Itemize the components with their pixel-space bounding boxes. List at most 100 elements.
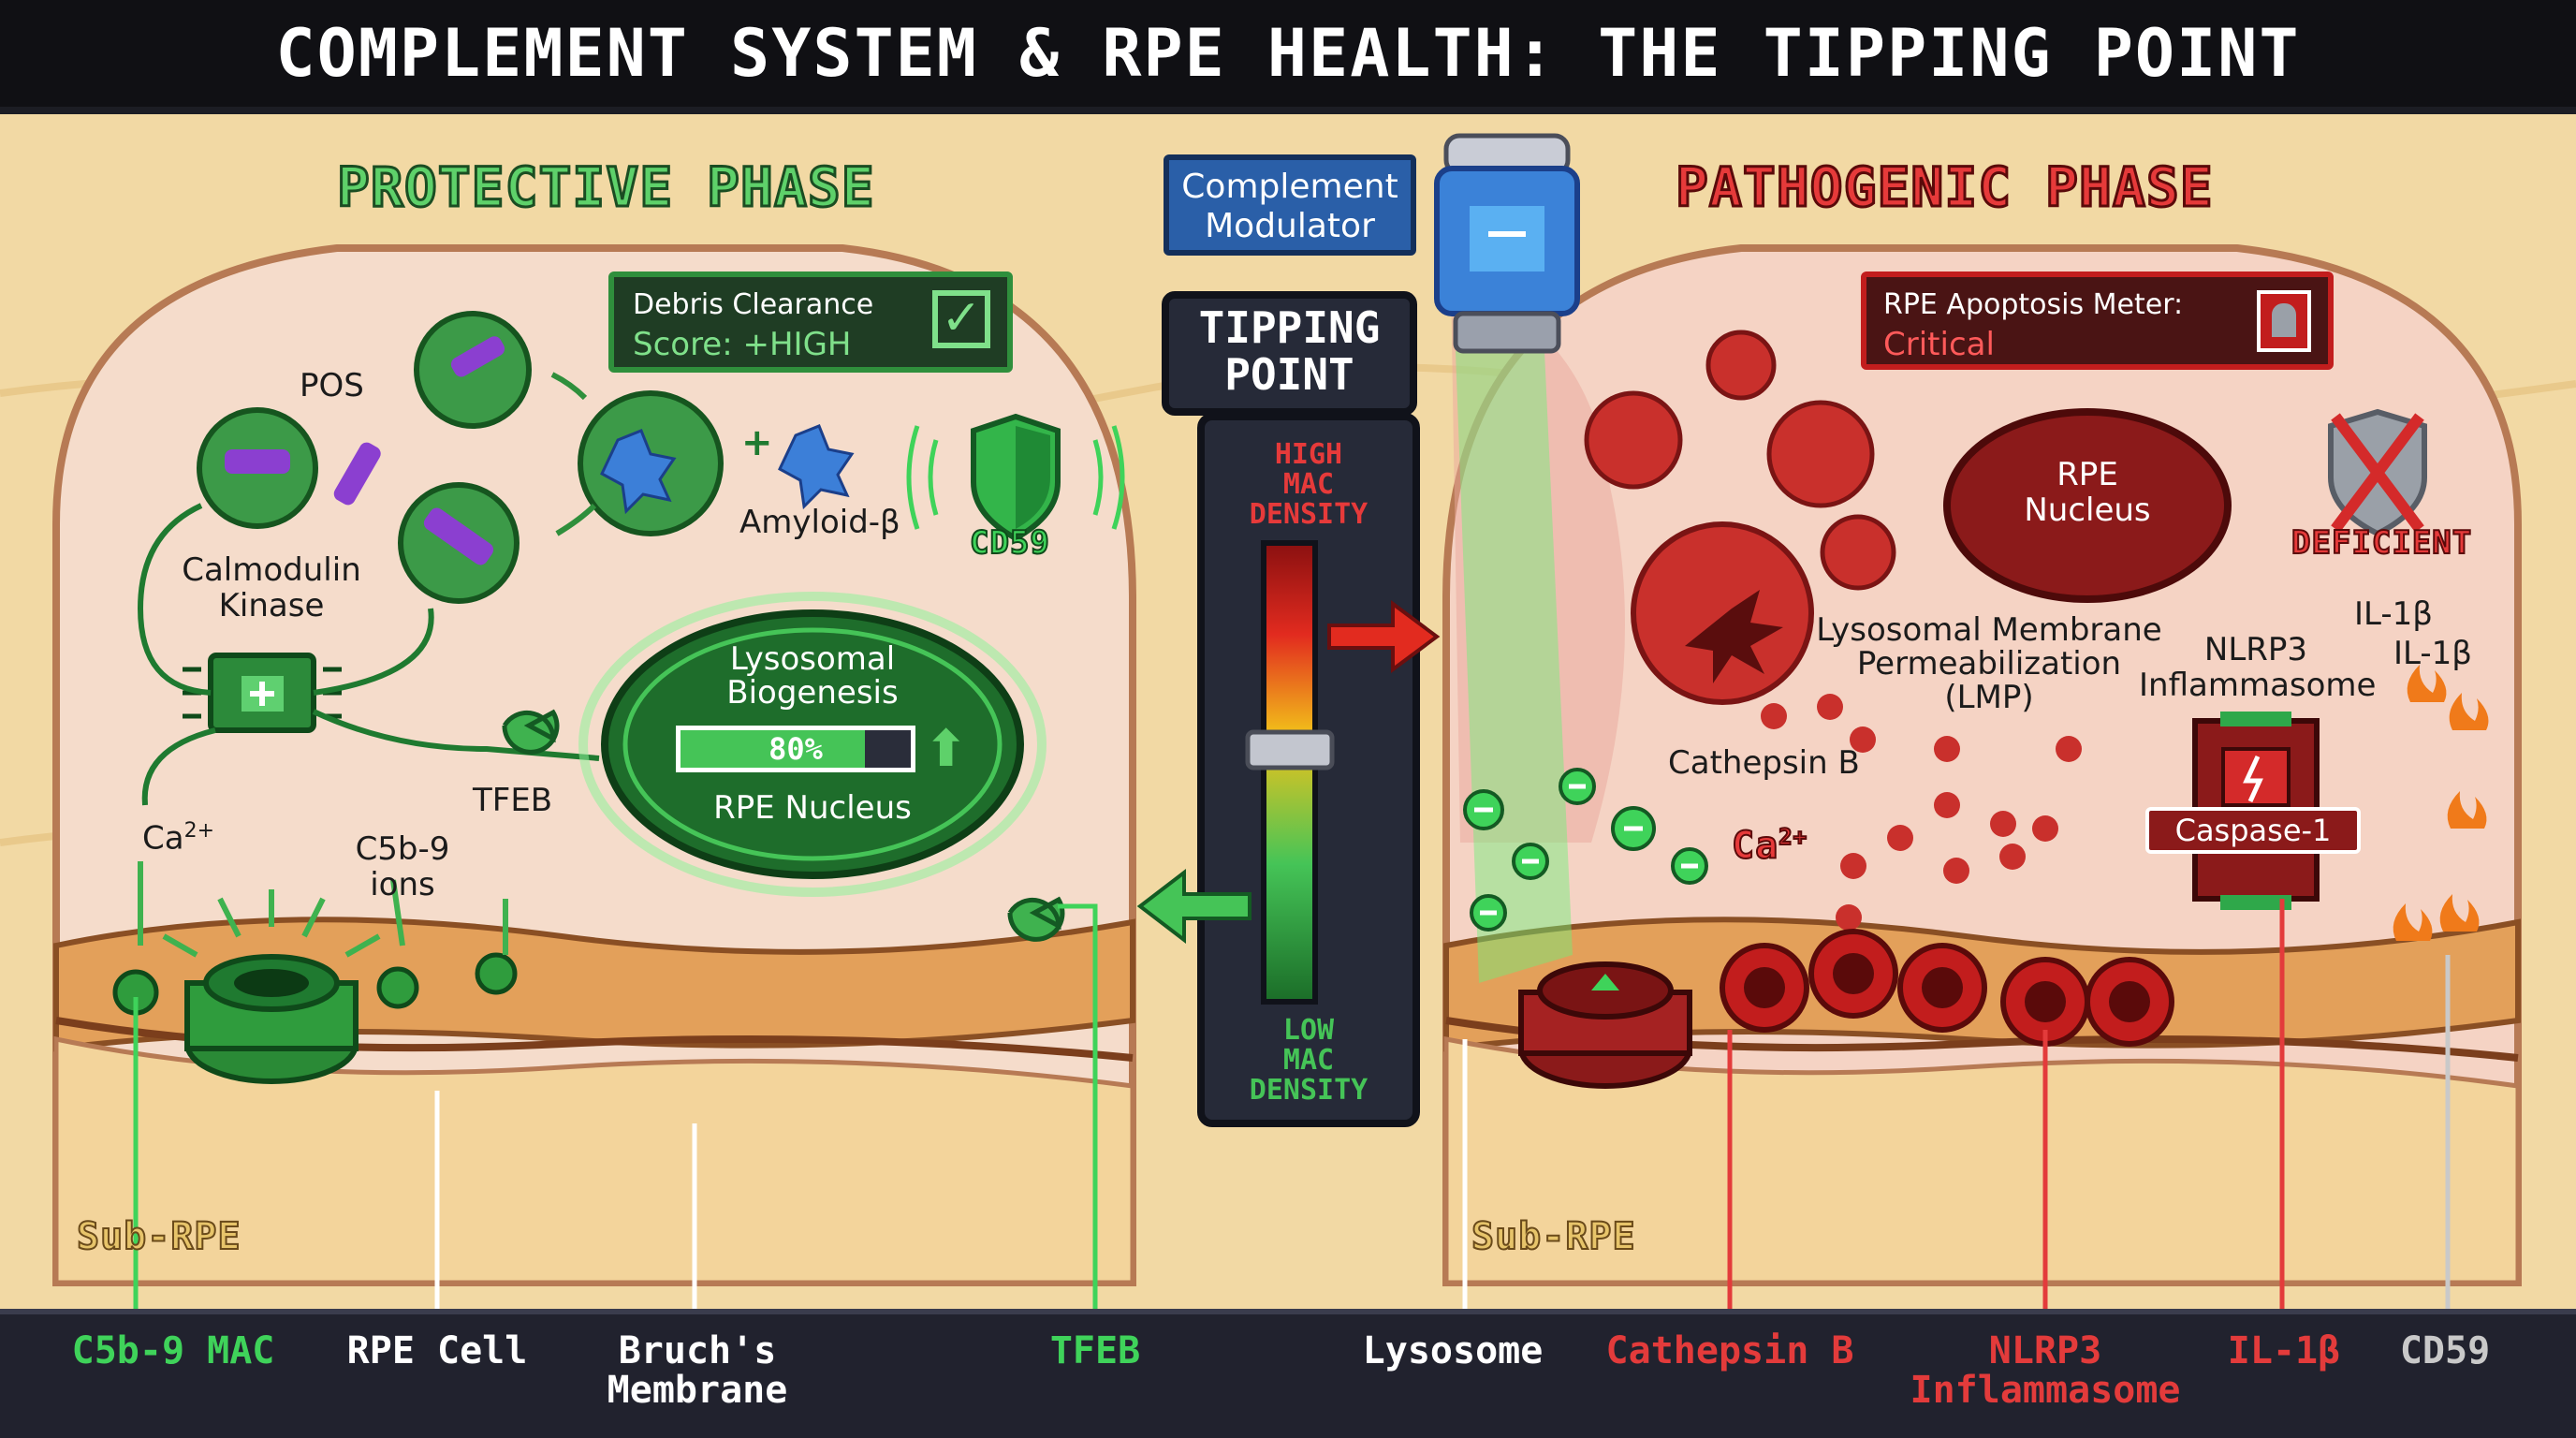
rpe-nucleus-pathogenic xyxy=(1943,408,2232,603)
low-line1: LOW xyxy=(1282,1014,1335,1047)
lysosomal-line2: Biogenesis xyxy=(726,674,899,712)
phagosomes xyxy=(197,311,855,604)
tipping-line2: POINT xyxy=(1224,349,1354,400)
legend-bar xyxy=(0,1309,2576,1438)
protective-heading: PROTECTIVE PHASE xyxy=(336,154,876,221)
left-arrow-icon xyxy=(1136,868,1251,945)
tombstone-icon xyxy=(2257,290,2311,352)
bursting-lysosomes xyxy=(1720,929,2174,1047)
il1b-label-a: IL-1β xyxy=(2354,595,2433,633)
c5b9-ions-label: C5b-9 ions xyxy=(342,831,463,902)
high-line1: HIGH xyxy=(1274,438,1343,471)
legend-label: NLRP3 Inflammasome xyxy=(1910,1329,2181,1412)
leader-lines xyxy=(133,899,2451,1320)
deficient-shield-icon xyxy=(2328,408,2427,537)
ca-text: Ca xyxy=(142,819,184,858)
apoptosis-meter-panel: RPE Apoptosis Meter: Critical xyxy=(1861,271,2334,370)
legend-label: Bruch's Membrane xyxy=(607,1329,788,1412)
legend-label: RPE Cell xyxy=(346,1329,528,1372)
c5b9-mac-pore-protective xyxy=(112,952,518,1084)
calmodulin-line1: Calmodulin xyxy=(182,551,361,589)
checkmark-icon: ✓ xyxy=(932,290,990,348)
mac-density-scale xyxy=(1261,540,1318,1005)
nucleus-line1: RPE xyxy=(2056,456,2118,493)
up-arrow-icon: ⬆ xyxy=(925,719,968,778)
ca-ion-label-pathogenic: Ca2+ xyxy=(1731,823,1808,868)
tfeb-label-protective: TFEB xyxy=(473,782,553,819)
rpe-nucleus-label-pathogenic: RPE Nucleus xyxy=(1994,457,2181,528)
modulator-line1: Complement xyxy=(1181,168,1398,206)
progress-fill xyxy=(681,730,865,768)
high-mac-density-label: HIGH MAC DENSITY xyxy=(1201,440,1416,530)
legend-label: Cathepsin B xyxy=(1605,1329,1854,1372)
il1b-label-b: IL-1β xyxy=(2393,635,2472,672)
high-line2: MAC xyxy=(1282,468,1335,501)
nlrp3-line2: Inflammasome xyxy=(2139,667,2377,704)
amyloid-label: Amyloid-β xyxy=(739,504,900,541)
lmp-line3: (LMP) xyxy=(1944,679,2034,716)
lmp-label: Lysosomal Membrane Permeabilization (LMP… xyxy=(1797,613,2181,714)
plus-sign: + xyxy=(741,421,773,464)
cd59-shield-icon xyxy=(906,413,1125,542)
debris-score-value: Score: +HIGH xyxy=(633,326,852,363)
calmodulin-kinase-chip xyxy=(137,503,600,806)
low-line2: MAC xyxy=(1282,1044,1335,1077)
debris-score-label: Debris Clearance xyxy=(633,288,874,321)
right-arrow-icon xyxy=(1327,600,1441,673)
lysosomal-line1: Lysosomal xyxy=(729,640,896,678)
caspase-1-label-box: Caspase-1 xyxy=(2145,807,2361,854)
page-title: COMPLEMENT SYSTEM & RPE HEALTH: THE TIPP… xyxy=(275,15,2301,92)
pathogenic-heading: PATHOGENIC PHASE xyxy=(1675,154,2215,221)
apoptosis-meter-label: RPE Apoptosis Meter: xyxy=(1883,288,2184,321)
lmp-line1: Lysosomal Membrane xyxy=(1816,611,2162,649)
tipping-point-box xyxy=(1162,291,1417,416)
nucleus-line2: Nucleus xyxy=(2024,492,2151,529)
cathepsin-b-label: Cathepsin B xyxy=(1668,744,1860,782)
pos-label: POS xyxy=(300,367,364,404)
c5b9-line1: C5b-9 xyxy=(355,830,450,868)
cd59-label-protective: CD59 xyxy=(969,523,1050,563)
ca-superscript: 2+ xyxy=(1778,823,1808,851)
calmodulin-line2: Kinase xyxy=(218,587,325,624)
rpe-nucleus-label-protective: RPE Nucleus xyxy=(713,789,912,827)
modulator-line2: Modulator xyxy=(1205,207,1375,245)
tipping-line1: TIPPING xyxy=(1198,302,1381,353)
progress-text: 80% xyxy=(768,731,823,767)
pos-fragment xyxy=(225,449,290,474)
legend-label: CD59 xyxy=(2399,1329,2491,1372)
c5b9-mac-pore-pathogenic xyxy=(1518,961,1692,1089)
nlrp3-inflammasome-label: NLRP3 Inflammasome xyxy=(2139,631,2377,704)
inhibitor-minus-signs xyxy=(1474,784,1698,916)
low-line3: DENSITY xyxy=(1249,1074,1368,1107)
deficient-label: DEFICIENT xyxy=(2291,523,2473,563)
tipping-point-label: TIPPING POINT xyxy=(1165,304,1413,398)
cathepsin-particles xyxy=(1761,694,2082,931)
amyloid-beta-aggregate xyxy=(600,429,677,515)
nlrp3-line1: NLRP3 xyxy=(2203,631,2308,668)
legend-label: Lysosome xyxy=(1362,1329,1544,1372)
biogenesis-progress-bar: 80% xyxy=(676,726,915,772)
c5b9-line2: ions xyxy=(370,866,435,903)
lysosomal-biogenesis-label: Lysosomal Biogenesis xyxy=(672,642,953,710)
ion-flow-arrows xyxy=(138,861,508,958)
lmp-line2: Permeabilization xyxy=(1856,645,2122,682)
tipping-point-gauge xyxy=(1162,291,1420,1127)
debris-clearance-score-panel: Debris Clearance Score: +HIGH ✓ xyxy=(608,271,1013,373)
mac-density-slider-handle xyxy=(1245,729,1335,770)
title-bar: COMPLEMENT SYSTEM & RPE HEALTH: THE TIPP… xyxy=(0,0,2576,107)
modulator-vial-icon xyxy=(1434,133,1580,354)
caspase-1-label: Caspase-1 xyxy=(2174,813,2332,848)
apoptosis-meter-value: Critical xyxy=(1883,326,1995,363)
sub-rpe-label-right: Sub-RPE xyxy=(1471,1214,1636,1259)
damaged-lysosomes xyxy=(1584,330,2232,705)
legend-label: TFEB xyxy=(1049,1329,1141,1372)
low-mac-density-label: LOW MAC DENSITY xyxy=(1201,1016,1416,1106)
high-line3: DENSITY xyxy=(1249,498,1368,531)
ca-text: Ca xyxy=(1731,823,1779,868)
legend-label: IL-1β xyxy=(2227,1329,2341,1372)
legend-label: C5b-9 MAC xyxy=(71,1329,275,1372)
amyloid-beta-icon xyxy=(778,424,855,510)
complement-modulator-label-box: Complement Modulator xyxy=(1164,154,1416,256)
sub-rpe-label-left: Sub-RPE xyxy=(76,1214,242,1259)
